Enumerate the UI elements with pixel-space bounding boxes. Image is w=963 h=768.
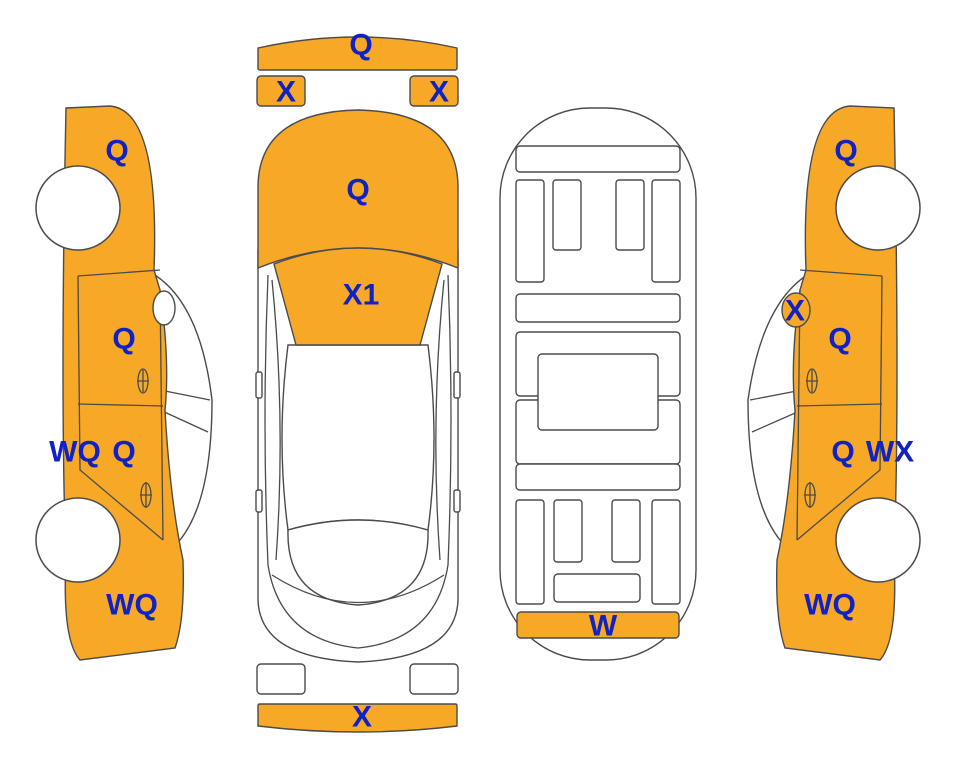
- right-door-line-2: [796, 403, 883, 407]
- right-mirror-top: [453, 371, 461, 399]
- middle-bar: [515, 293, 681, 323]
- rear-left-light: [256, 663, 306, 695]
- right-front-fender-label: Q: [834, 135, 857, 168]
- right-door-handle-top: [453, 489, 461, 513]
- windshield-part[interactable]: [273, 247, 443, 346]
- right-front-door-label: Q: [828, 323, 851, 356]
- rear-seat-right-outer: [651, 499, 681, 605]
- front-seat-left-outer: [515, 179, 545, 283]
- right-rear-wheel: [835, 497, 921, 583]
- rear-bar: [515, 463, 681, 491]
- right-front-handle-ring: [806, 368, 818, 394]
- left-rear-handle-ring: [140, 482, 152, 508]
- rear-seat-left-outer: [515, 499, 545, 605]
- right-mirror-part[interactable]: [781, 292, 811, 328]
- front-seat-right-outer: [651, 179, 681, 283]
- right-door-line-4: [796, 289, 801, 541]
- front-left-corner-part[interactable]: [256, 75, 306, 107]
- rear-bumper-part[interactable]: [257, 703, 458, 733]
- right-rear-handle: [804, 482, 816, 508]
- front-bumper-part[interactable]: [257, 36, 458, 71]
- left-front-handle-ring: [137, 368, 149, 394]
- rear-trunk-line: [271, 574, 445, 604]
- left-door-line-1: [77, 269, 161, 277]
- top-view-pillar-left: [271, 279, 281, 561]
- left-door-line-3: [77, 275, 164, 541]
- top-view-cabin-line: [264, 274, 452, 649]
- right-rear-door-label: Q: [831, 436, 854, 469]
- rear-seat-left-inner: [553, 499, 583, 563]
- front-seat-right-inner: [615, 179, 645, 251]
- left-rear-handle: [140, 482, 152, 508]
- front-right-corner-label: X: [429, 76, 449, 109]
- right-door-line-3: [796, 275, 883, 541]
- rear-seat-right-inner: [611, 499, 641, 563]
- hood-label: Q: [346, 174, 369, 207]
- left-mirror: [152, 290, 176, 326]
- front-right-corner-part[interactable]: [409, 75, 459, 107]
- left-front-wheel: [35, 165, 121, 251]
- right-rocker-label: WX: [866, 436, 914, 469]
- left-rear-door-label: Q: [112, 436, 135, 469]
- rear-right-light: [409, 663, 459, 695]
- left-mirror-top: [255, 371, 263, 399]
- right-rear-handle-ring: [804, 482, 816, 508]
- left-front-handle: [137, 370, 149, 392]
- rear-bumper-label: X: [352, 701, 372, 734]
- floor-center: [537, 353, 659, 431]
- windshield-label: X1: [343, 279, 380, 312]
- front-seat-left-inner: [552, 179, 582, 251]
- left-door-handle-top: [255, 489, 263, 513]
- left-front-door-label: Q: [112, 323, 135, 356]
- left-door-line-4: [159, 289, 164, 541]
- front-left-corner-label: X: [276, 76, 296, 109]
- top-view-pillar-right: [435, 279, 445, 561]
- right-front-wheel: [835, 165, 921, 251]
- trunk-step-label: W: [589, 610, 618, 643]
- left-side-glass-line: [159, 389, 211, 401]
- trunk-step-part[interactable]: [516, 611, 680, 639]
- front-bumper-label: Q: [349, 29, 372, 62]
- top-view-roof: [281, 344, 435, 531]
- left-rear-quarter-label: WQ: [106, 589, 158, 622]
- right-front-handle: [806, 370, 818, 392]
- left-front-fender-label: Q: [105, 135, 128, 168]
- right-rear-quarter-label: WQ: [804, 589, 856, 622]
- left-door-line-2: [77, 403, 164, 407]
- right-door-line-1: [799, 269, 883, 277]
- right-mirror-label: X: [785, 295, 805, 328]
- rear-window: [287, 519, 429, 606]
- rear-center-box: [553, 573, 641, 603]
- right-side-glass-line-2: [751, 409, 803, 433]
- left-rear-wheel: [35, 497, 121, 583]
- dash-panel: [515, 145, 681, 173]
- left-side-glass-line-2: [159, 409, 209, 433]
- left-rocker-label: WQ: [49, 436, 101, 469]
